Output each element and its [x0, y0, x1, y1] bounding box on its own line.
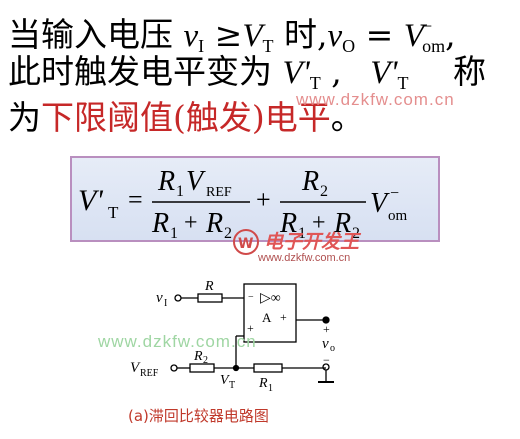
label-minus: −	[323, 353, 330, 367]
label-vo: v	[322, 336, 329, 352]
highlighted-term: 下限阈值(触发)电平	[41, 98, 331, 137]
label-minus: −	[248, 292, 254, 303]
formula-plus: +	[184, 210, 198, 236]
symbol-geq: ≥	[214, 15, 243, 54]
watermark: www.dzkfw.com.cn	[98, 332, 257, 351]
formula-lhs-sub: T	[108, 203, 119, 222]
formula-sub: om	[388, 208, 408, 224]
resistor-r1	[253, 363, 283, 373]
figure-caption: (a)滞回比较器电路图	[128, 407, 269, 425]
formula-sub: 2	[224, 225, 232, 240]
label-sub: T	[229, 380, 235, 391]
label-sub: 1	[268, 383, 273, 394]
comparator-circuit: v I R − ▷∞ A + + + v o − R 1 V REF R 2 V…	[130, 279, 335, 394]
formula: V' T = R 1 V REF R 1 + R 2 + R 2 R 1 + R…	[78, 166, 408, 240]
symbol-Vom: V−om	[403, 16, 446, 56]
text-segment: 此时触发电平变为	[8, 52, 272, 91]
symbol-VT: VT	[242, 18, 274, 56]
opamp-label: A	[262, 310, 272, 325]
resistor-r2	[189, 363, 215, 373]
formula-den-r2: R	[205, 208, 223, 239]
label-r1: R	[258, 376, 268, 391]
junction-node	[232, 364, 240, 372]
symbol-vO: vO	[327, 18, 356, 56]
output-node	[322, 316, 330, 324]
text-segment: 时,	[283, 15, 328, 54]
symbol-VpT: V'T	[282, 55, 321, 93]
label-vi: v	[156, 290, 163, 306]
formula-den-r1: R	[151, 208, 169, 239]
text-segment: ,	[331, 52, 342, 91]
watermark: www.dzkfw.com.cn	[258, 252, 351, 264]
label-sub: I	[164, 298, 167, 309]
label-r: R	[204, 279, 214, 294]
label-r2: R	[193, 349, 203, 364]
brand-logo-text: 电子开发王	[264, 231, 362, 253]
text-segment: 当输入电压	[8, 15, 173, 54]
output-terminal	[322, 363, 330, 371]
watermark: www.dzkfw.com.cn	[296, 90, 455, 109]
label-sub: o	[330, 343, 335, 354]
label-sub: 2	[203, 355, 208, 366]
symbol-eq: =	[365, 15, 394, 54]
formula-lhs: V'	[78, 184, 103, 217]
symbol-VpT: V'T	[370, 55, 409, 93]
formula-plus: +	[256, 185, 271, 214]
formula-sub: 1	[176, 183, 184, 200]
formula-sub: REF	[206, 185, 232, 200]
label-plus: +	[280, 310, 287, 324]
text-line-2: 此时触发电平变为 V'T , V'T 称	[8, 52, 486, 103]
opamp-symbol: ▷∞	[260, 291, 281, 306]
brand-logo-mark: W	[238, 236, 253, 252]
text-line-1: 当输入电压 vI ≥VT 时,vO = V−om,	[8, 6, 456, 66]
text-segment: 。	[330, 98, 364, 137]
formula-num2-r: R	[301, 166, 319, 197]
label-plus: +	[323, 322, 330, 336]
formula-sub: 1	[170, 225, 178, 240]
brand-logo: W 电子开发王	[233, 229, 362, 255]
brand-logo-circle	[233, 229, 259, 255]
formula-plus: +	[312, 210, 326, 236]
label-vref: V	[130, 360, 141, 376]
label-plus: +	[247, 321, 254, 335]
opamp-box	[243, 283, 297, 343]
symbol-vI: vI	[183, 18, 205, 56]
resistor-r	[197, 293, 223, 303]
text-segment: 称	[452, 52, 486, 91]
formula-sub: 1	[298, 225, 306, 240]
formula-sub: 2	[352, 225, 360, 240]
label-sub: REF	[140, 368, 159, 379]
text-segment: 为	[8, 98, 41, 137]
formula-den-r1: R	[279, 208, 297, 239]
formula-den-r2: R	[333, 208, 351, 239]
text-segment: ,	[445, 15, 456, 54]
vref-terminal	[170, 364, 178, 372]
formula-eq: =	[128, 185, 143, 214]
formula-sup: −	[390, 185, 399, 202]
label-vt: V	[220, 373, 230, 388]
formula-sub: 2	[320, 183, 328, 200]
formula-tail-v: V	[370, 188, 390, 219]
formula-box: V' T = R 1 V REF R 1 + R 2 + R 2 R 1 + R…	[70, 156, 440, 242]
formula-num1-v: V	[186, 166, 206, 197]
text-line-3: 为下限阈值(触发)电平。	[8, 98, 364, 138]
formula-num1-r: R	[157, 166, 175, 197]
input-terminal	[174, 294, 182, 302]
